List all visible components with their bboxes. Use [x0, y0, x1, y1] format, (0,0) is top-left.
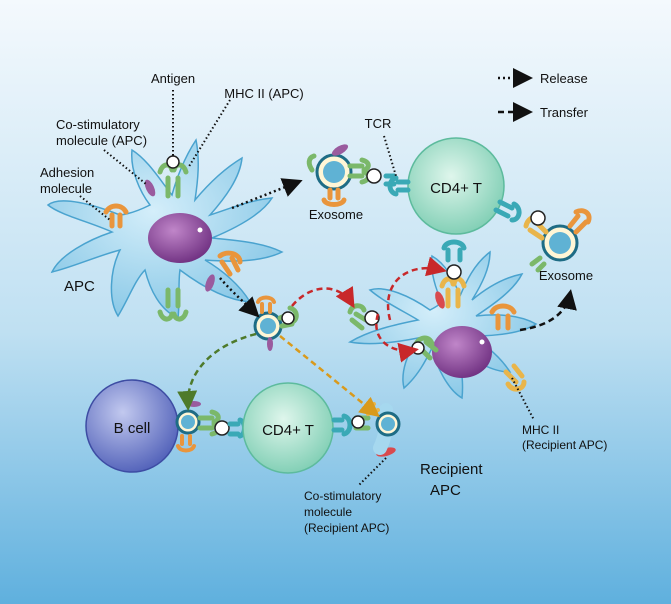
adhesion-icon	[103, 203, 129, 229]
legend-release-label: Release	[540, 71, 588, 86]
antigen-label: Antigen	[151, 71, 195, 86]
apc-nucleus	[148, 213, 212, 263]
legend-transfer-label: Transfer	[540, 105, 589, 120]
exosome-on-b-cell	[175, 401, 230, 453]
apc-label: APC	[64, 278, 95, 295]
transfer-arrow	[279, 335, 380, 418]
tcr-label: TCR	[365, 116, 392, 131]
mhc-ii-icon	[157, 287, 189, 322]
costim-recipient-label-3: (Recipient APC)	[304, 521, 389, 535]
mhc2-apc-label: MHC II (APC)	[224, 86, 303, 101]
exosome-left	[306, 144, 382, 207]
costimulatory-icon	[144, 179, 156, 197]
costim-recipient-label-1: Co-stimulatory	[304, 489, 381, 503]
mhc-ii-icon	[439, 276, 467, 309]
costim-apc-label-1: Co-stimulatory	[56, 117, 140, 132]
tcr-icon	[441, 239, 467, 263]
adhesion-label-1: Adhesion	[40, 165, 94, 180]
costimulatory-icon	[435, 291, 445, 309]
recipient-apc-label-2: APC	[430, 482, 461, 499]
transfer-arrow	[291, 285, 355, 309]
cd4-top-label: CD4+ T	[430, 180, 482, 197]
transfer-arrow	[386, 256, 447, 321]
release-arrow	[231, 178, 303, 210]
adhesion-icon	[489, 303, 517, 331]
tcr-icon	[493, 199, 522, 223]
antigen-icon	[446, 264, 462, 280]
leader-lines	[79, 90, 535, 487]
costimulatory-icon	[205, 274, 215, 292]
b-cell-label: B cell	[114, 420, 151, 437]
costim-recipient-label-2: molecule	[304, 505, 352, 519]
recipient-apc-label-1: Recipient	[420, 461, 483, 478]
mhc2-recipient-label-1: MHC II	[522, 423, 559, 437]
exosome-right	[523, 208, 592, 273]
antigen-icon	[166, 155, 180, 169]
cd4-t-cell-top	[407, 137, 505, 235]
transfer-arrow	[177, 332, 257, 411]
exosome-right-label: Exosome	[539, 268, 593, 283]
exosome-middle	[253, 295, 299, 351]
mhc2-recipient-label-2: (Recipient APC)	[522, 438, 607, 452]
transfer-arrow	[375, 313, 419, 363]
adhesion-icon	[217, 250, 243, 277]
recipient-apc-cell	[347, 250, 538, 400]
transfer-arrow	[519, 289, 577, 332]
costim-apc-label-2: molecule (APC)	[56, 133, 147, 148]
cd4-bottom-label: CD4+ T	[262, 422, 314, 439]
adhesion-label-2: molecule	[40, 181, 92, 196]
exosome-left-label: Exosome	[309, 207, 363, 222]
legend: Release Transfer	[498, 68, 589, 122]
